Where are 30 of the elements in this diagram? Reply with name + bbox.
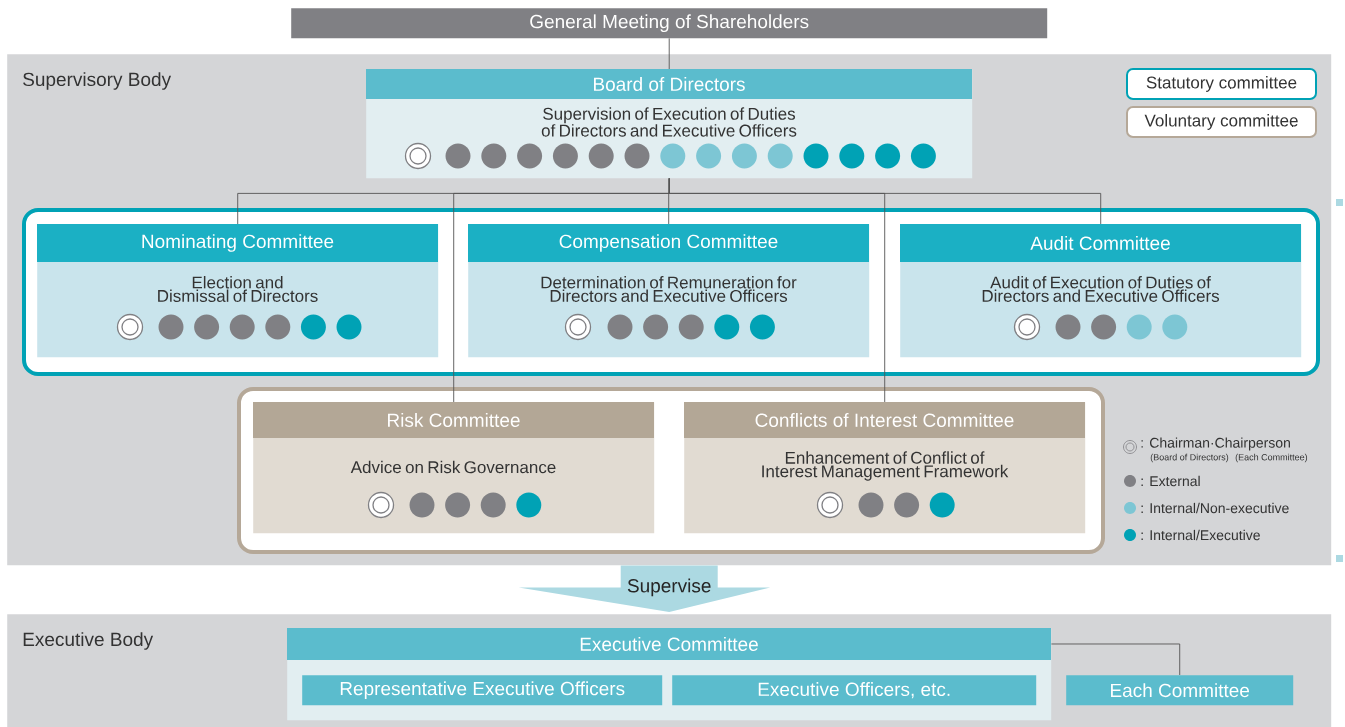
committee-description: Supervision of Execution of Duties of Directors and Executive Officers	[541, 107, 797, 137]
committee-description: Determination of Remuneration for Directors and Executive Officers	[541, 276, 797, 302]
committee-description: Audit of Execution of Duties of Directors and Executive Officers	[982, 276, 1220, 302]
title-bar: Each Committee	[1066, 675, 1294, 706]
title-bar: Conflicts of Interest Committee	[684, 402, 1085, 438]
legend-text: : Internal/Executive	[1141, 529, 1260, 541]
title-bar: Risk Committee	[253, 402, 654, 438]
legend-box: Voluntary committee	[1126, 106, 1317, 138]
legend-text: : Chairman·Chairperson	[1141, 437, 1290, 451]
title-bar: Compensation Committee	[468, 224, 869, 262]
committee-description: Enhancement of Conflict of Interest Management Framework	[762, 451, 1009, 481]
title-bar: Representative Executive Officers	[302, 675, 663, 706]
note-text: (Each Committee)	[1235, 453, 1308, 463]
committee-description: Election and Dismissal of Directors	[158, 276, 318, 302]
committee-description: Advice on Risk Governance	[350, 460, 556, 474]
legend-text: : Internal/Non-executive	[1141, 502, 1289, 514]
legend-box: Statutory committee	[1126, 68, 1317, 100]
title-bar: Board of Directors	[366, 69, 972, 99]
legend-text: : External	[1141, 475, 1200, 487]
title-bar: Nominating Committee	[37, 224, 438, 262]
title-bar: Executive Committee	[287, 628, 1051, 660]
title-bar: General Meeting of Shareholders	[291, 8, 1048, 39]
title-bar: Audit Committee	[900, 224, 1301, 262]
band-title: Executive Body	[23, 632, 154, 650]
band-title: Supervisory Body	[23, 72, 172, 90]
connector-line	[668, 37, 670, 70]
title-bar: Executive Officers, etc.	[672, 675, 1037, 706]
connector-line	[668, 177, 886, 403]
note-text: (Board of Directors)	[1150, 453, 1229, 463]
connector-line	[1050, 643, 1181, 676]
